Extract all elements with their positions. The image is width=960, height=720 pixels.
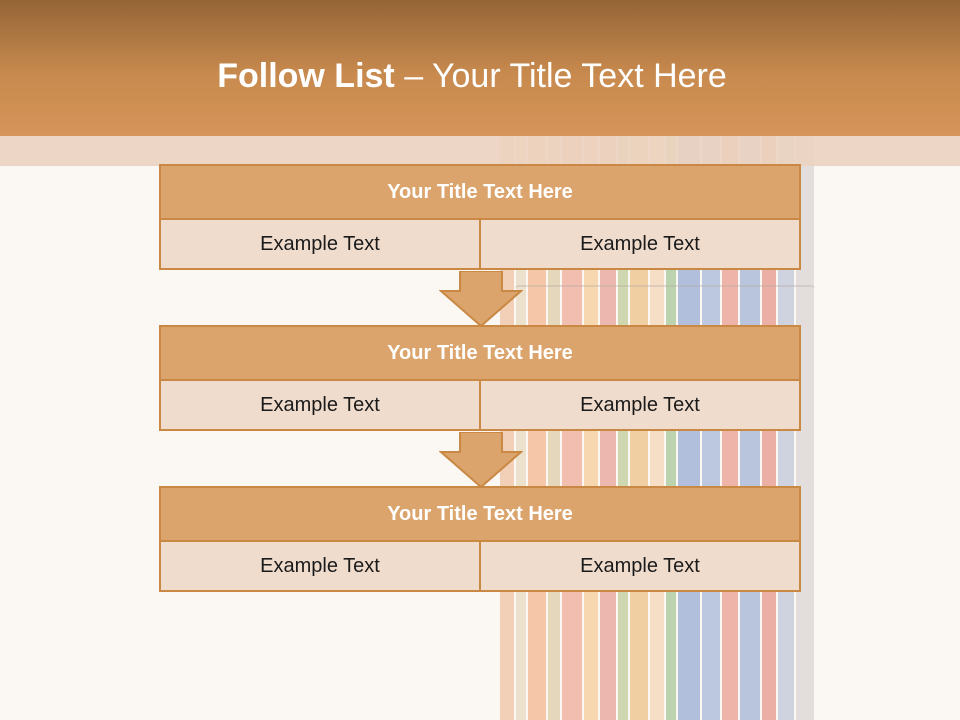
step-cell-left: Example Text (260, 393, 380, 416)
step-cell-right: Example Text (479, 220, 799, 268)
title-bar (0, 0, 960, 136)
title-bold: Follow List (217, 57, 395, 95)
step-title: Your Title Text Here (159, 325, 801, 381)
down-arrow-icon (439, 432, 523, 488)
step-block-3: Your Title Text Here Example Text Exampl… (159, 486, 801, 592)
step-cell-right: Example Text (479, 381, 799, 429)
step-row: Example Text Example Text (159, 220, 801, 270)
step-cell-left: Example Text (260, 554, 380, 577)
step-row: Example Text Example Text (159, 542, 801, 592)
step-block-1: Your Title Text Here Example Text Exampl… (159, 164, 801, 270)
step-block-2: Your Title Text Here Example Text Exampl… (159, 325, 801, 431)
glass-rim-decoration (515, 285, 815, 305)
step-cell-left: Example Text (260, 232, 380, 255)
step-row: Example Text Example Text (159, 381, 801, 431)
title-rest: – Your Title Text Here (394, 57, 727, 95)
header-band (0, 136, 960, 166)
step-title: Your Title Text Here (159, 164, 801, 220)
page-title: Follow List – Your Title Text Here (0, 56, 944, 96)
step-cell-right: Example Text (479, 542, 799, 590)
down-arrow-icon (439, 271, 523, 327)
step-title: Your Title Text Here (159, 486, 801, 542)
